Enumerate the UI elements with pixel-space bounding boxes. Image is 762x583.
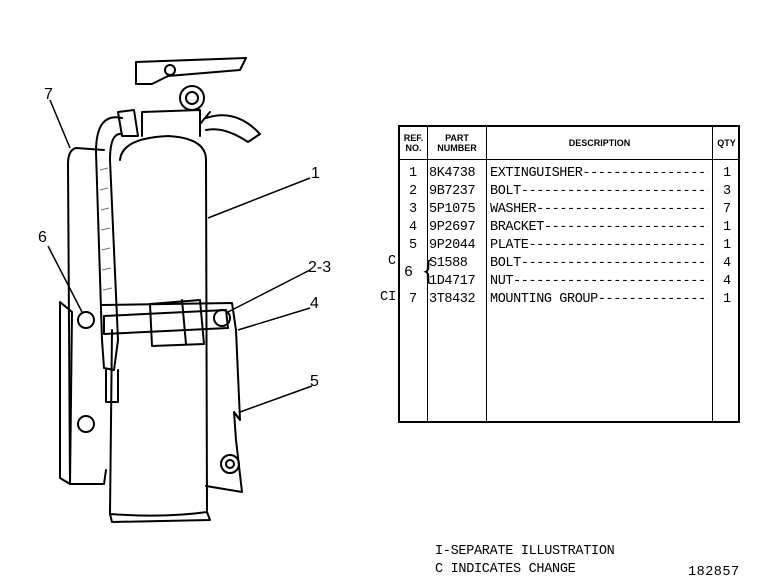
- leader-5: [239, 385, 313, 413]
- table-row: 35P1075WASHER---------------------------…: [408, 202, 732, 217]
- footnote-separate-illustration: I-SEPARATE ILLUSTRATION: [435, 544, 615, 559]
- bolt-plate: [220, 454, 240, 474]
- group-brace: {: [421, 254, 436, 287]
- illustration-reference-number: 182857: [688, 565, 740, 580]
- cylinder-bottom: [109, 511, 211, 523]
- mounting-rod: [67, 147, 105, 485]
- valve-lever: [199, 111, 211, 125]
- hose-coupling: [117, 109, 139, 137]
- bolt-upper-left: [77, 311, 95, 329]
- hose-nozzle: [101, 339, 119, 403]
- valve-handle: [205, 114, 261, 143]
- leader-7: [49, 99, 71, 149]
- leader-2-3: [227, 269, 311, 313]
- table-row: 29B7237BOLT-----------------------------…: [408, 184, 732, 199]
- header-ref-no: REF.NO.: [403, 133, 424, 153]
- table-row: 59P2044PLATE----------------------------…: [408, 238, 732, 253]
- change-marker: C: [388, 254, 397, 269]
- valve-neck: [141, 109, 201, 137]
- table-row: 18K4738EXTINGUISHER---------------------…: [408, 166, 732, 181]
- table-row: S1588BOLT-------------------------------…: [429, 256, 732, 271]
- change-marker: CI: [380, 290, 397, 305]
- valve-top: [135, 57, 247, 85]
- leader-4: [237, 307, 311, 331]
- valve-pin: [164, 64, 176, 76]
- retaining-strap: [103, 309, 229, 335]
- header-qty: QTY: [717, 138, 736, 148]
- callout-7: 7: [44, 86, 53, 103]
- grouped-ref-no: 6: [404, 264, 414, 281]
- callout-2-3: 2-3: [308, 259, 332, 276]
- table-row: 1D4717NUT-------------------------------…: [429, 274, 732, 289]
- callout-1: 1: [311, 165, 320, 182]
- bolt-right: [213, 309, 231, 327]
- header-description: DESCRIPTION: [568, 138, 631, 148]
- extinguisher-illustration: [47, 57, 313, 523]
- leader-6: [47, 245, 83, 313]
- pressure-gauge: [179, 85, 205, 111]
- callout-5: 5: [310, 373, 319, 390]
- bolt-lower-left: [77, 415, 95, 433]
- leader-1: [207, 177, 311, 219]
- callout-4: 4: [310, 295, 319, 312]
- discharge-hose: [95, 116, 123, 341]
- bracket-plate-upper: [101, 302, 243, 493]
- callout-6: 6: [38, 229, 47, 246]
- strap-clamp: [149, 299, 205, 347]
- table-row: 49P2697BRACKET--------------------------…: [408, 220, 732, 235]
- bracket-base: [69, 469, 107, 485]
- cylinder-body: [109, 135, 208, 517]
- footnote-change: C INDICATES CHANGE: [435, 562, 576, 577]
